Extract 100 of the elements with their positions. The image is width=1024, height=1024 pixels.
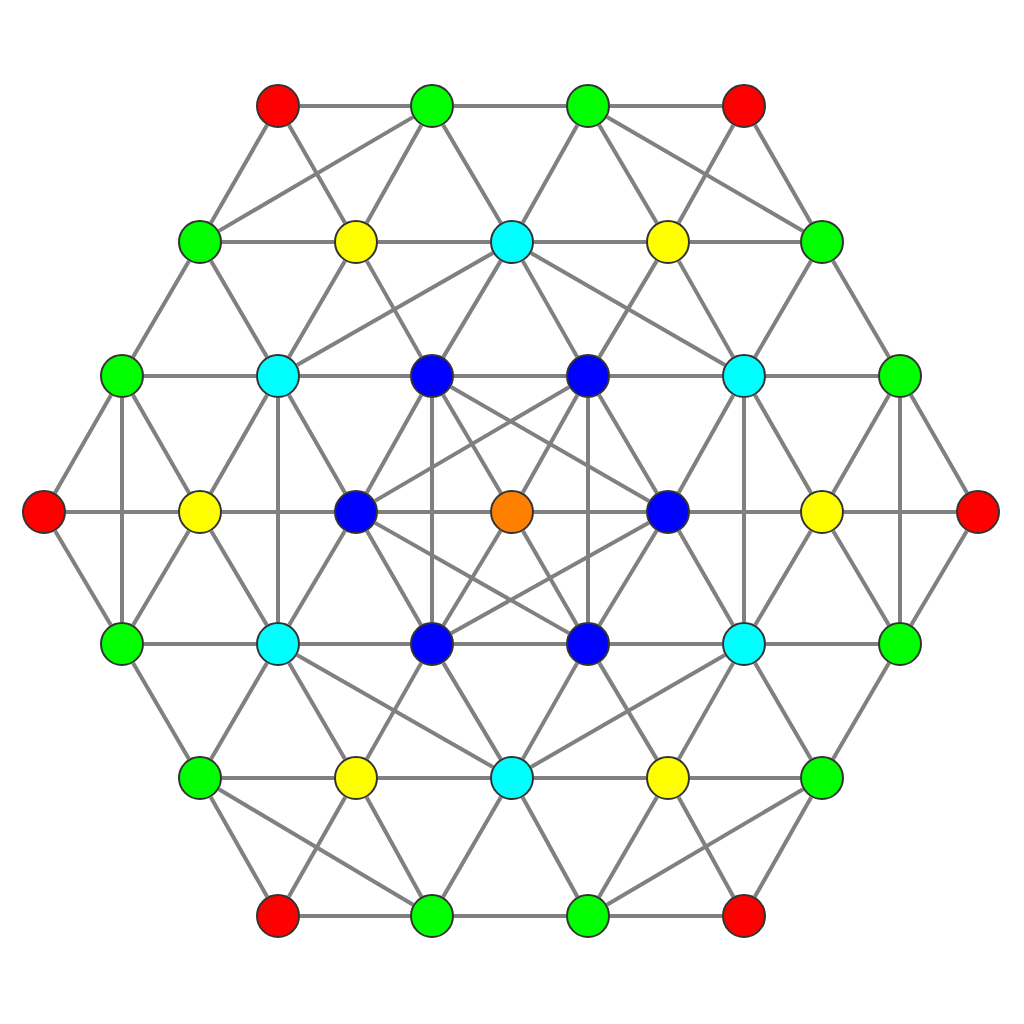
- graph-vertex: [646, 490, 690, 534]
- connector-line: [300, 642, 410, 646]
- connector-line: [209, 529, 269, 627]
- graph-vertex: [22, 490, 66, 534]
- connector-line: [831, 260, 891, 358]
- connector-line: [378, 510, 490, 514]
- connector-line: [753, 124, 813, 224]
- connector-line: [677, 260, 735, 358]
- connector-line: [365, 530, 423, 626]
- connector-line: [144, 374, 256, 378]
- graph-vertex: [566, 84, 610, 128]
- connector-line: [287, 529, 347, 627]
- graph-vertex: [490, 756, 534, 800]
- connector-line: [753, 260, 813, 358]
- connector-line: [373, 385, 571, 503]
- connector-line: [597, 259, 659, 359]
- connector-line: [831, 529, 891, 627]
- graph-vertex: [334, 490, 378, 534]
- connector-line: [690, 510, 800, 514]
- connector-line: [441, 259, 503, 359]
- connector-line: [209, 796, 269, 898]
- connector-line: [450, 521, 650, 635]
- connector-line: [441, 661, 503, 761]
- connector-line: [209, 662, 269, 760]
- connector-line: [586, 398, 590, 622]
- connector-line: [520, 796, 580, 898]
- connector-line: [742, 398, 746, 622]
- connector-line: [365, 260, 423, 358]
- graph-vertex: [646, 220, 690, 264]
- connector-line: [530, 251, 726, 367]
- graph-vertex: [490, 220, 534, 264]
- connector-line: [898, 398, 902, 622]
- graph-vertex: [256, 622, 300, 666]
- connector-line: [378, 776, 490, 780]
- connector-line: [831, 662, 891, 760]
- graph-vertex: [410, 622, 454, 666]
- connector-line: [677, 124, 735, 224]
- connector-line: [534, 776, 646, 780]
- connector-line: [676, 796, 736, 898]
- graph-vertex: [334, 756, 378, 800]
- connector-line: [378, 240, 490, 244]
- connector-line: [677, 394, 735, 494]
- connector-line: [364, 796, 424, 898]
- graph-vertex: [722, 354, 766, 398]
- graph-vertex: [878, 354, 922, 398]
- graph-vertex: [410, 84, 454, 128]
- connector-line: [610, 104, 722, 108]
- connector-line: [120, 398, 124, 622]
- connector-line: [441, 123, 503, 225]
- connector-line: [610, 642, 722, 646]
- connector-line: [441, 393, 503, 495]
- connector-line: [450, 385, 650, 503]
- graph-vertex: [800, 490, 844, 534]
- connector-line: [66, 510, 178, 514]
- connector-line: [287, 394, 347, 494]
- connector-line: [222, 510, 334, 514]
- connector-line: [831, 394, 891, 494]
- connector-line: [287, 260, 347, 358]
- graph-vertex: [490, 490, 534, 534]
- connector-line: [217, 115, 415, 233]
- connector-line: [430, 398, 434, 622]
- connector-line: [521, 124, 579, 224]
- connector-line: [606, 115, 804, 233]
- connector-line: [300, 104, 410, 108]
- connector-line: [296, 251, 494, 367]
- connector-line: [296, 653, 494, 769]
- graph-vertex: [566, 354, 610, 398]
- graph-vertex: [722, 894, 766, 938]
- connector-line: [441, 796, 503, 898]
- graph-vertex: [956, 490, 1000, 534]
- graph-vertex: [410, 354, 454, 398]
- connector-line: [534, 240, 646, 244]
- graph-vertex: [100, 354, 144, 398]
- connector-line: [597, 661, 659, 761]
- graph-vertex: [334, 220, 378, 264]
- graph-vertex: [566, 894, 610, 938]
- graph-vertex: [178, 490, 222, 534]
- connector-line: [222, 776, 334, 780]
- connector-line: [454, 642, 566, 646]
- connector-line: [766, 374, 878, 378]
- connector-line: [534, 510, 646, 514]
- connector-line: [300, 374, 410, 378]
- connector-line: [753, 796, 813, 898]
- connector-line: [521, 394, 579, 494]
- connector-line: [365, 662, 423, 760]
- connector-line: [131, 529, 191, 627]
- connector-line: [677, 530, 735, 626]
- graph-vertex: [566, 622, 610, 666]
- connector-line: [521, 530, 579, 626]
- connector-line: [597, 393, 659, 495]
- connector-line: [217, 787, 415, 907]
- connector-line: [597, 529, 659, 627]
- graph-vertex: [256, 84, 300, 128]
- connector-line: [365, 394, 423, 494]
- connector-line: [287, 124, 347, 224]
- connector-line: [690, 240, 800, 244]
- connector-line: [276, 398, 280, 622]
- graph-vertex: [800, 220, 844, 264]
- connector-line: [209, 260, 269, 358]
- graph-vertex: [100, 622, 144, 666]
